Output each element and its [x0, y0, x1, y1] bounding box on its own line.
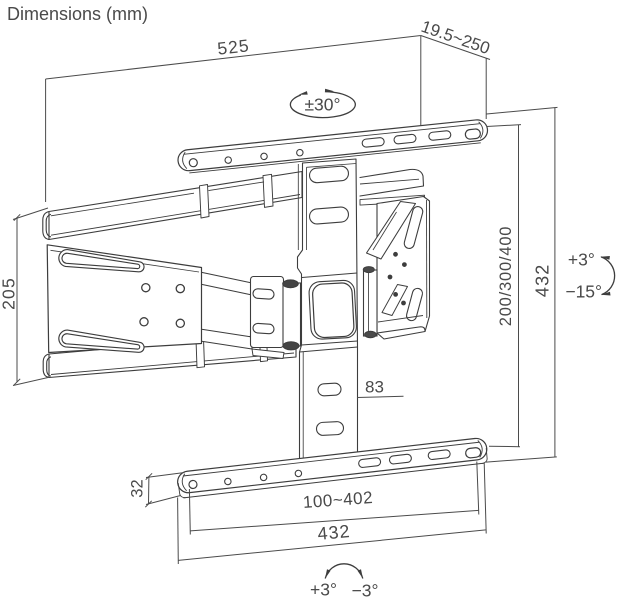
- svg-text:83: 83: [365, 378, 384, 397]
- svg-text:525: 525: [216, 35, 250, 59]
- svg-text:−3°: −3°: [352, 581, 379, 599]
- svg-text:205: 205: [0, 277, 19, 310]
- svg-text:+3°: +3°: [568, 250, 595, 270]
- svg-text:−15°: −15°: [565, 282, 602, 302]
- svg-text:432: 432: [317, 521, 352, 544]
- svg-text:+3°: +3°: [310, 580, 337, 599]
- svg-text:432: 432: [532, 263, 552, 297]
- svg-text:±30°: ±30°: [304, 95, 340, 115]
- svg-text:Dimensions (mm): Dimensions (mm): [7, 4, 148, 24]
- svg-text:32: 32: [129, 479, 147, 497]
- svg-text:200/300/400: 200/300/400: [497, 226, 515, 327]
